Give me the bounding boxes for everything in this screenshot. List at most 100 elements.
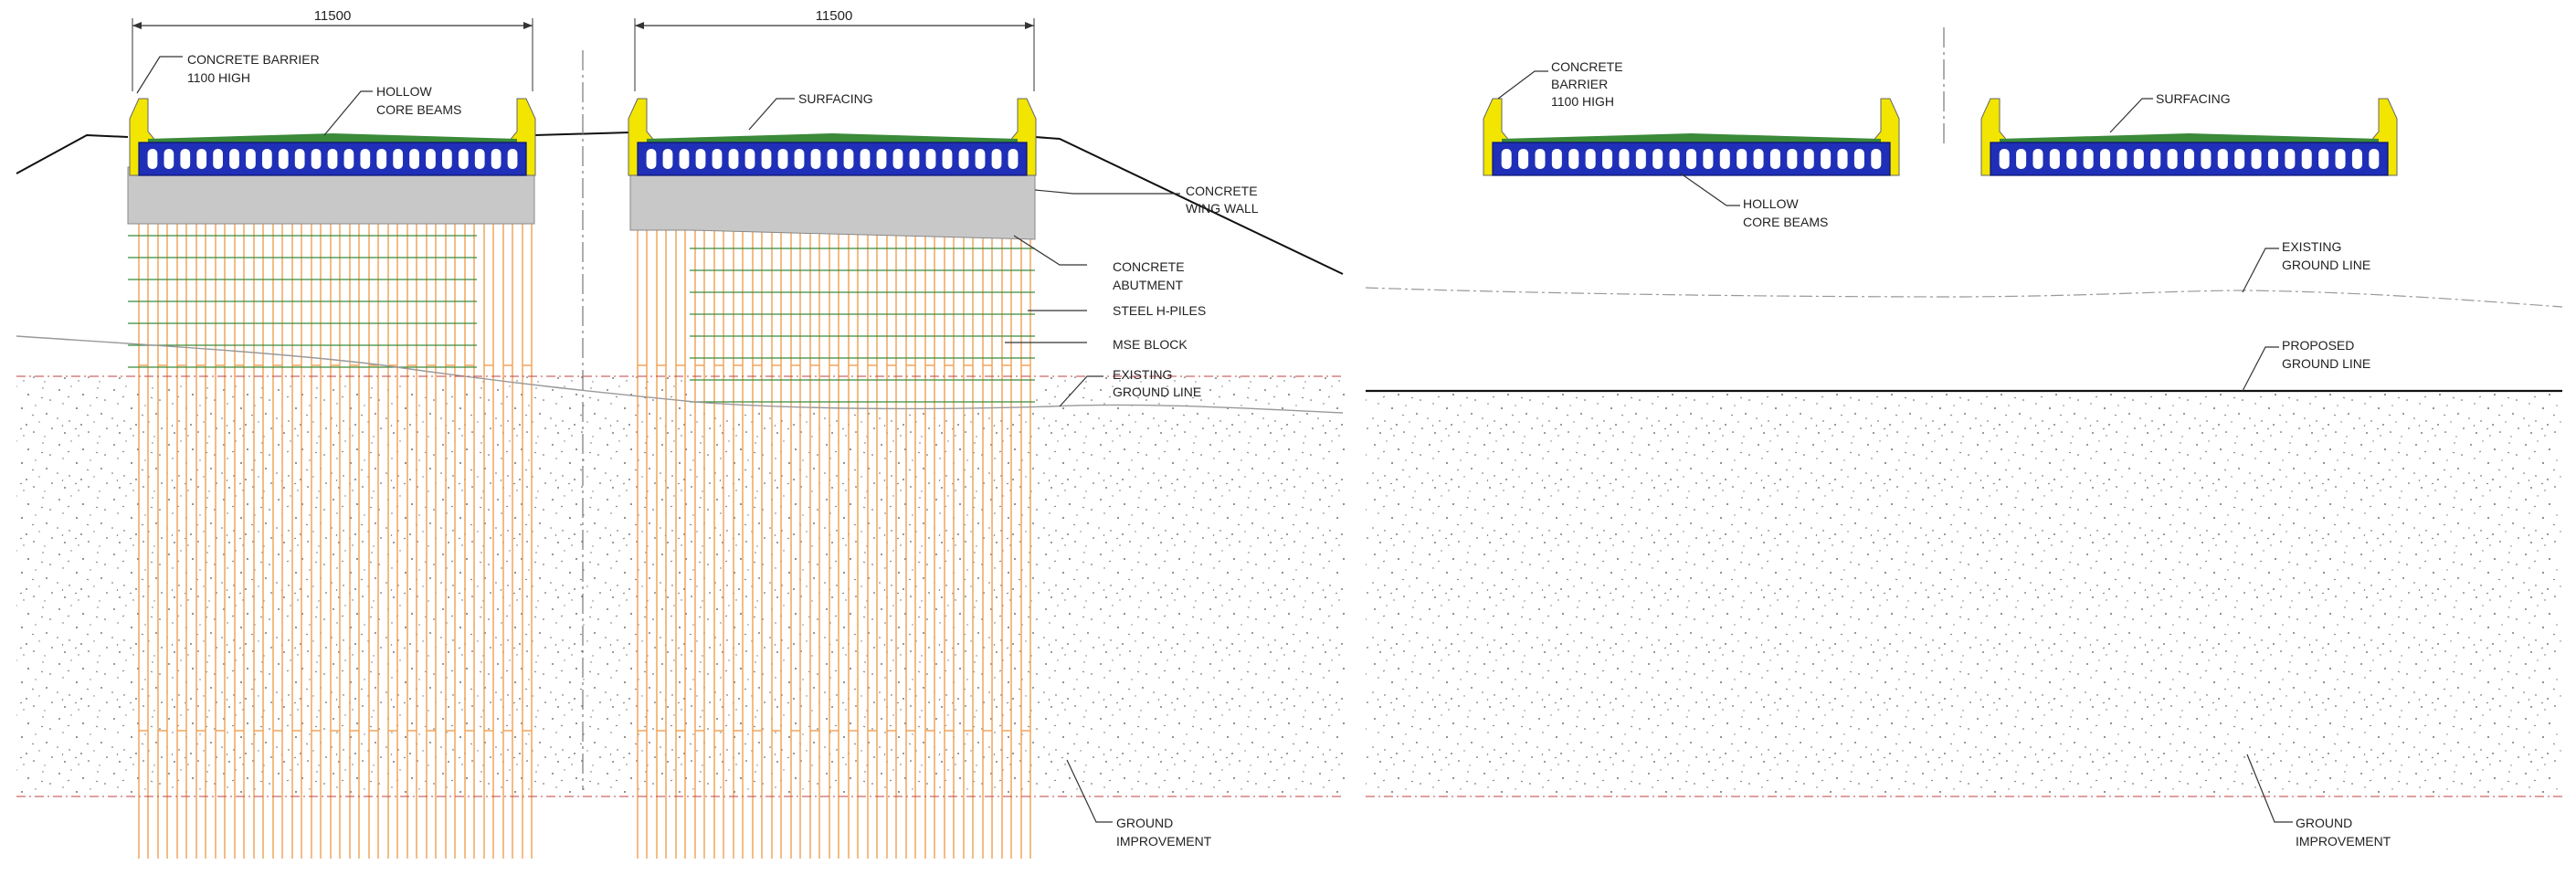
beam-core [2318,149,2329,169]
beam-core [2251,149,2262,169]
right-approach-slope [1034,136,1344,275]
beam-core [474,149,485,169]
beam-core [925,149,936,169]
right-label-core-beams: CORE BEAMS [1743,215,1828,229]
right-deck-span-2 [1980,98,2398,176]
right-dimension: 11500 [634,8,1035,91]
label-barrier-height: 1100 HIGH [187,70,250,85]
label-ground: GROUND [1116,816,1173,830]
beam-core [2083,149,2094,169]
beam-core [229,149,239,169]
beam-core [761,149,772,169]
beam-core [2285,149,2296,169]
label-steel-h-piles: STEEL H-PILES [1113,303,1206,318]
right-label-proposed-ground-line: GROUND LINE [2282,356,2370,371]
beam-core [991,149,1002,169]
beam-core [164,149,174,169]
beam-core [1871,149,1882,169]
beam-core [2335,149,2346,169]
surfacing-layer [1502,133,1881,142]
beam-core [507,149,518,169]
right-deck-span-1 [1483,98,1900,176]
right-steel-h-piles [630,183,1032,859]
right-label-existing-ground-line: GROUND LINE [2282,258,2370,272]
beam-core [1769,149,1780,169]
beam-core [1737,149,1747,169]
label-hollow: HOLLOW [376,84,432,99]
beam-core [294,149,305,169]
beam-core [1008,149,1019,169]
beam-core [2217,149,2228,169]
beam-core [1669,149,1680,169]
beam-core [679,149,690,169]
beam-core [376,149,387,169]
beam-core [2100,149,2111,169]
right-label-ground: GROUND [2296,816,2352,830]
right-existing-ground-line [1365,287,2563,308]
beam-core [695,149,706,169]
right-label-barrier: BARRIER [1551,77,1608,91]
label-wing-wall: WING WALL [1186,201,1259,216]
beam-core [2049,149,2060,169]
left-section: 11500 11500 CONCRETE BARRIER 1100 HIGH H… [16,8,1345,859]
beam-core [662,149,673,169]
beam-core [442,149,452,169]
beam-core [278,149,289,169]
right-label-existing: EXISTING [2282,239,2341,254]
right-section: CONCRETE BARRIER 1100 HIGH SURFACING HOL… [1365,27,2563,849]
right-label-surfacing: SURFACING [2156,91,2231,106]
beam-core [180,149,191,169]
label-concrete-barrier: CONCRETE BARRIER [187,52,320,67]
beam-core [311,149,322,169]
right-concrete-abutment [629,166,1036,240]
beam-core [409,149,419,169]
right-span-dimension: 11500 [816,8,853,24]
beam-core [909,149,920,169]
label-abutment: ABUTMENT [1113,278,1183,292]
beam-core [213,149,223,169]
beam-core [343,149,354,169]
right-label-barrier-height: 1100 HIGH [1551,94,1614,109]
left-steel-h-piles [132,183,534,859]
left-span-dimension: 11500 [314,8,352,24]
left-deck-span-1 [129,98,536,176]
beam-core [1619,149,1630,169]
beam-core [975,149,986,169]
beam-core [860,149,871,169]
surfacing-layer [148,133,517,142]
beam-core [1837,149,1848,169]
right-label-proposed: PROPOSED [2282,338,2354,353]
label-existing: EXISTING [1113,367,1172,382]
beam-core [794,149,805,169]
beam-core [360,149,371,169]
beam-core [2267,149,2278,169]
beam-core [2016,149,2027,169]
beam-core [1753,149,1764,169]
beam-core [712,149,723,169]
beam-core [1652,149,1663,169]
beam-core [261,149,272,169]
beam-core [1635,149,1646,169]
beam-core [2150,149,2161,169]
beam-core [1501,149,1512,169]
beam-core [843,149,854,169]
beam-core [2066,149,2077,169]
beam-core [1685,149,1697,169]
beam-core [1787,149,1798,169]
beam-core [2032,149,2043,169]
left-approach-slope [16,133,129,174]
beam-core [246,149,256,169]
beam-core [2369,149,2380,169]
beam-core [458,149,469,169]
beam-core [876,149,887,169]
surfacing-layer [647,133,1018,142]
beam-core [1568,149,1579,169]
beam-core [827,149,838,169]
beam-core [491,149,501,169]
beam-core [426,149,436,169]
beam-core [1585,149,1596,169]
beam-core [1518,149,1529,169]
left-concrete-abutment [127,166,535,225]
beam-core [958,149,969,169]
